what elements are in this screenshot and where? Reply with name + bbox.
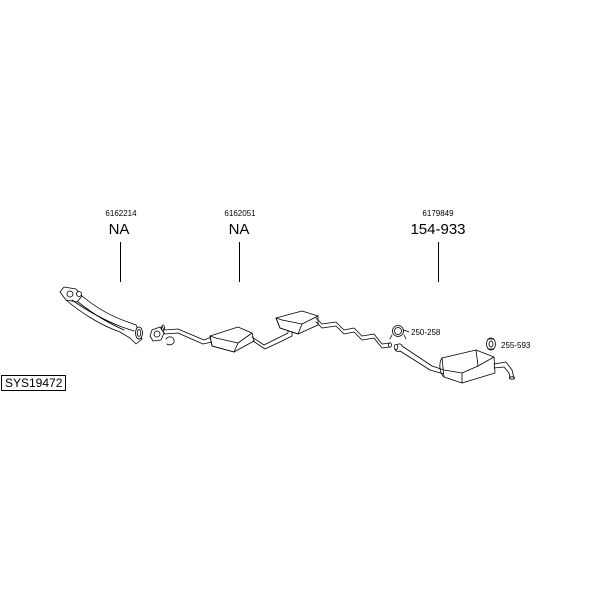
pipe-clamp[interactable] — [389, 325, 410, 340]
leader-line-3 — [438, 242, 439, 282]
callout-ref-1: 6162214 — [105, 209, 137, 218]
callout-part-1[interactable]: NA — [108, 221, 130, 238]
flange-gasket[interactable] — [149, 326, 175, 346]
leader-line-1 — [120, 242, 121, 282]
front-downpipe[interactable] — [59, 286, 143, 345]
fitting-label-rubber-mount[interactable]: 255-593 — [501, 341, 531, 350]
callout-ref-3: 6179849 — [422, 209, 454, 218]
system-code-box: SYS19472 — [1, 375, 67, 391]
center-section[interactable] — [161, 310, 392, 353]
fitting-label-clamp[interactable]: 250-258 — [411, 328, 441, 337]
rubber-mount[interactable] — [486, 337, 496, 351]
leader-line-2 — [239, 242, 240, 282]
rear-silencer[interactable] — [393, 343, 515, 384]
callout-ref-2: 6162051 — [224, 209, 256, 218]
callout-part-2[interactable]: NA — [228, 221, 250, 238]
callout-part-3[interactable]: 154-933 — [410, 221, 466, 238]
